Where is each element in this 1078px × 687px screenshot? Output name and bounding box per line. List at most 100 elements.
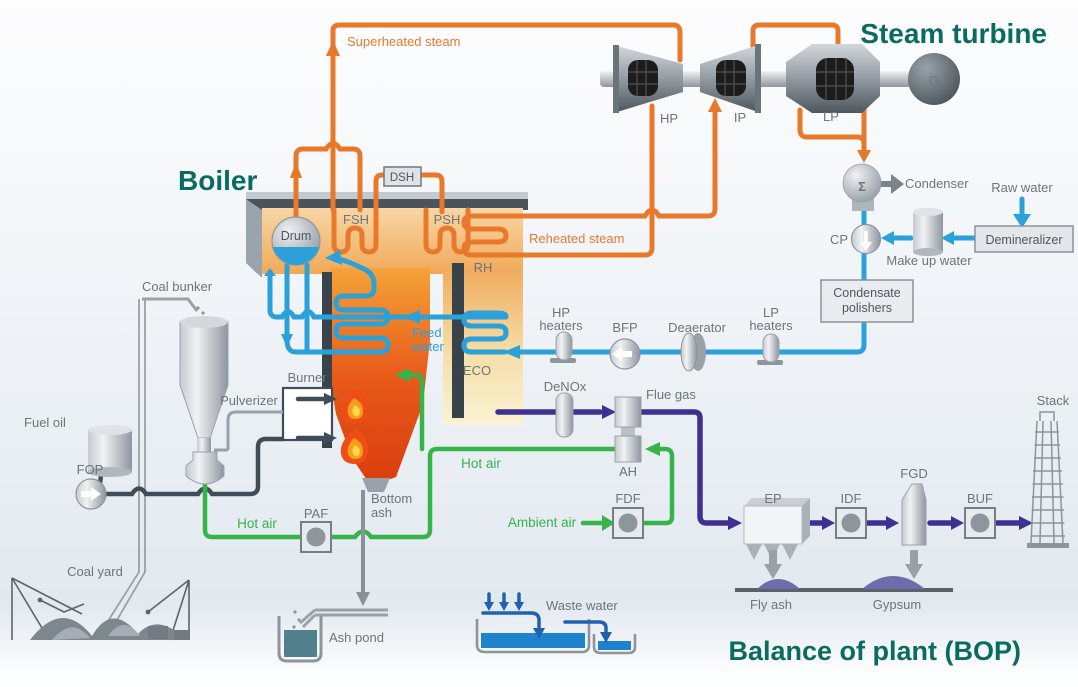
air-heater [614,396,642,463]
deaerator [680,332,698,372]
hp-turbine-label: HP [660,111,678,126]
flue-gas-label: Flue gas [646,387,696,402]
cold-reheat-line [502,103,655,258]
waste-water-label: Waste water [546,598,618,613]
fop-label: FOP [77,462,104,477]
hp-heater [555,331,573,361]
water-lines [264,195,1031,359]
cp-label: CP [830,232,848,247]
bottom-ash-label-1: Bottom [371,491,412,506]
condenser-sigma-icon: Σ [858,179,866,194]
demineralizer-label: Demineralizer [985,233,1062,247]
coal-yard-label: Coal yard [67,564,123,579]
denox-label: DeNOx [544,379,587,394]
fsh-label: FSH [343,212,369,227]
make-up-water-label: Make up water [886,253,972,268]
condenser-group: Σ [842,163,904,255]
ash-pond [277,608,388,663]
fgd-label: FGD [900,466,927,481]
air-lines [198,368,675,540]
lp-heaters-label-2: heaters [749,318,793,333]
lp-heaters-label-1: LP [763,305,779,320]
condenser [842,163,882,203]
condensate-polishers-label-1: Condensate [833,286,900,300]
steam-lines [290,22,871,258]
fly-ash-pile [757,579,800,589]
condenser-arrow-icon [876,174,904,194]
steam-turbine-train: G [600,44,960,113]
deaerator-label: Deaerator [668,320,726,335]
demineralizer-box [974,225,1074,253]
boiler-left-face [246,199,262,278]
ambient-air-label: Ambient air [508,515,577,530]
lp-turbine-label: LP [823,109,839,124]
bfp-label: BFP [612,320,637,335]
fdf-to-ah-line [639,446,675,526]
drum-sh-link [293,141,363,219]
backpass-wall [452,263,464,418]
bottom-ash-line [356,490,370,606]
feed-water-label-2: water [411,339,444,354]
flame-icon [340,389,369,464]
coal-yard [11,577,190,641]
boiler-title: Boiler [178,165,257,196]
hot-air-furnace-branch [405,372,425,452]
reheated-steam-label: Reheated steam [529,231,624,246]
bfp-arrow-icon [612,347,622,361]
generator-label: G [929,73,939,88]
fuel-oil-label: Fuel oil [24,415,66,430]
paf-fan [300,521,332,553]
fly-ash-arrow-icon [764,564,782,579]
condensate-feed-line [507,195,867,355]
drum [271,216,321,266]
feedwater-train [550,331,783,372]
steam-turbine-title: Steam turbine [860,18,1047,49]
generator [908,53,960,105]
ah-label: AH [619,464,637,479]
eco-label: ECO [463,363,491,378]
gypsum-pile [862,576,925,589]
feed-water-label-1: Feed [412,325,442,340]
dsh-box [383,166,422,187]
hot-air-label-right: Hot air [461,456,501,471]
fop-pump [75,478,107,510]
bottom-ash-label-2: ash [371,505,392,520]
fgd-absorber [901,483,927,579]
burner-label: Burner [287,370,327,385]
lp-heater [762,333,780,363]
cp-down-arrow-icon [860,242,872,251]
pulverizer-label: Pulverizer [220,393,278,408]
stack [1027,411,1069,548]
condenser-label: Condenser [905,176,969,191]
dsh-label: DSH [390,172,414,184]
furnace-wall-left [322,272,332,448]
crossover-line [750,22,841,65]
psh-coil [423,207,471,255]
gypsum-arrow-icon [905,564,923,579]
main-steam-line [330,22,683,213]
bop-title: Balance of plant (BOP) [728,636,1021,666]
lp-exhaust-line [797,105,867,153]
condensate-polishers-label-2: polishers [842,301,892,315]
gypsum-label: Gypsum [873,597,921,612]
waste-water-lines [481,592,612,643]
drum-water [272,247,320,265]
hp-heaters-label-2: heaters [539,318,583,333]
fdf-label: FDF [615,491,640,506]
ep-label: EP [764,491,781,506]
ash-baseline [735,588,953,592]
idf-label: IDF [841,491,862,506]
waste-water-basins [475,619,637,655]
burner-box [281,386,334,442]
psh-label: PSH [434,212,461,227]
ash-hopper-chute [362,478,390,492]
drum-label: Drum [281,229,312,243]
fsh-coil [331,207,379,255]
paf-label: PAF [304,506,328,521]
rh-label: RH [474,260,493,275]
denox-reactor [555,392,574,438]
pulverizer [185,451,225,485]
fly-ash-label: Fly ash [750,597,792,612]
fuel-oil-tank [88,425,132,477]
